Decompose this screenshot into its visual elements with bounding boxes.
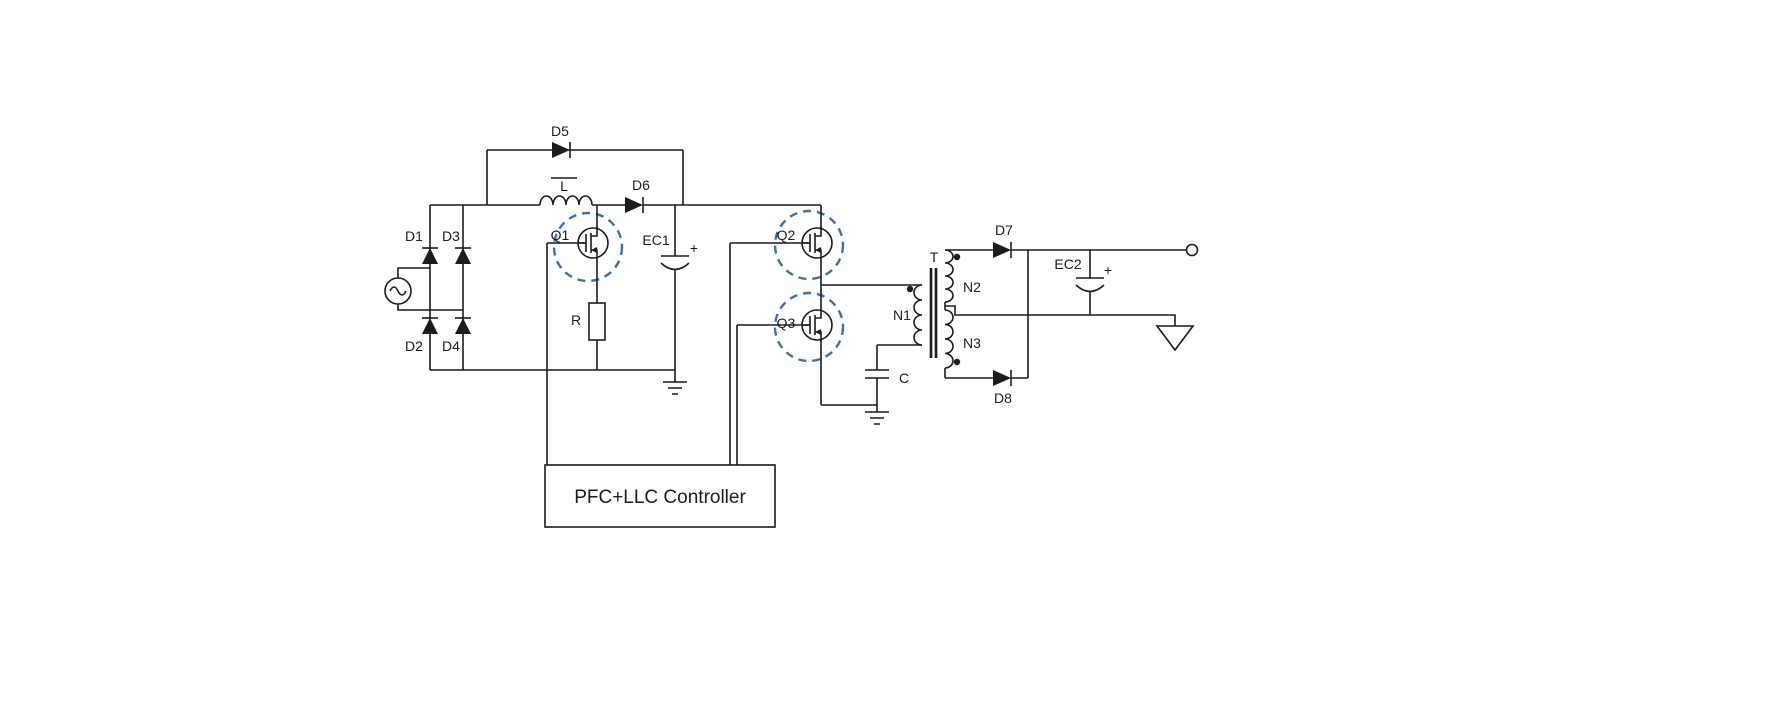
winding-n3 [944,309,954,369]
transformer-core [929,268,938,358]
ground-c [865,411,889,425]
label-d6: D6 [632,177,650,193]
phase-dot-n3 [953,358,961,366]
winding-n2 [944,249,954,303]
phase-dot-n2 [953,253,961,261]
mosfet-highlights [552,209,845,363]
label-t: T [930,249,939,265]
label-n3: N3 [963,335,981,351]
label-q2: Q2 [777,227,796,243]
controller-label: PFC+LLC Controller [574,487,746,508]
label-d7: D7 [995,222,1013,238]
q3-highlight-circle [773,291,845,363]
label-d2: D2 [405,338,423,354]
label-q3: Q3 [777,315,796,331]
resistor-r [588,302,606,341]
diode-d7 [993,242,1012,258]
diode-d6 [625,197,644,213]
capacitor-ec1 [660,255,690,271]
q1-highlight-circle [552,211,624,283]
bridge-rectifier [422,247,471,334]
label-d8: D8 [994,390,1012,406]
phase-dot-n1 [906,285,914,293]
output-ground-icon [1155,325,1195,352]
label-ec2-plus: + [1104,262,1112,278]
label-l: L [560,178,568,194]
ground-ec1 [663,381,687,395]
inductor-l [539,177,593,206]
label-d3: D3 [442,228,460,244]
label-r: R [571,312,581,328]
label-q1: Q1 [551,227,570,243]
sine-wave-icon [389,286,407,296]
diode-d2 [422,317,438,334]
ac-source [384,277,412,305]
wires [397,149,1186,465]
capacitor-ec2 [1075,277,1105,293]
capacitor-c [865,369,889,379]
labels: D5 L D6 D1 D3 D2 D4 Q1 EC1 + R Q2 Q3 C N… [405,123,1112,406]
diode-d1 [422,247,438,264]
diode-d5 [552,142,571,158]
label-d4: D4 [442,338,460,354]
diode-d4 [455,317,471,334]
label-ec1: EC1 [642,232,669,248]
output-terminal [1185,243,1199,257]
label-d1: D1 [405,228,423,244]
label-c: C [899,370,909,386]
winding-n1 [913,284,923,346]
ground-icon [663,381,687,395]
controller-block: PFC+LLC Controller [544,464,776,528]
label-ec1-plus: + [690,240,698,256]
label-n1: N1 [893,307,911,323]
label-n2: N2 [963,279,981,295]
ground-icon [865,411,889,425]
transformer-t [906,249,961,369]
q2-highlight-circle [773,209,845,281]
label-ec2: EC2 [1054,256,1081,272]
diode-d3 [455,247,471,264]
diode-d8 [993,370,1012,386]
label-d5: D5 [551,123,569,139]
